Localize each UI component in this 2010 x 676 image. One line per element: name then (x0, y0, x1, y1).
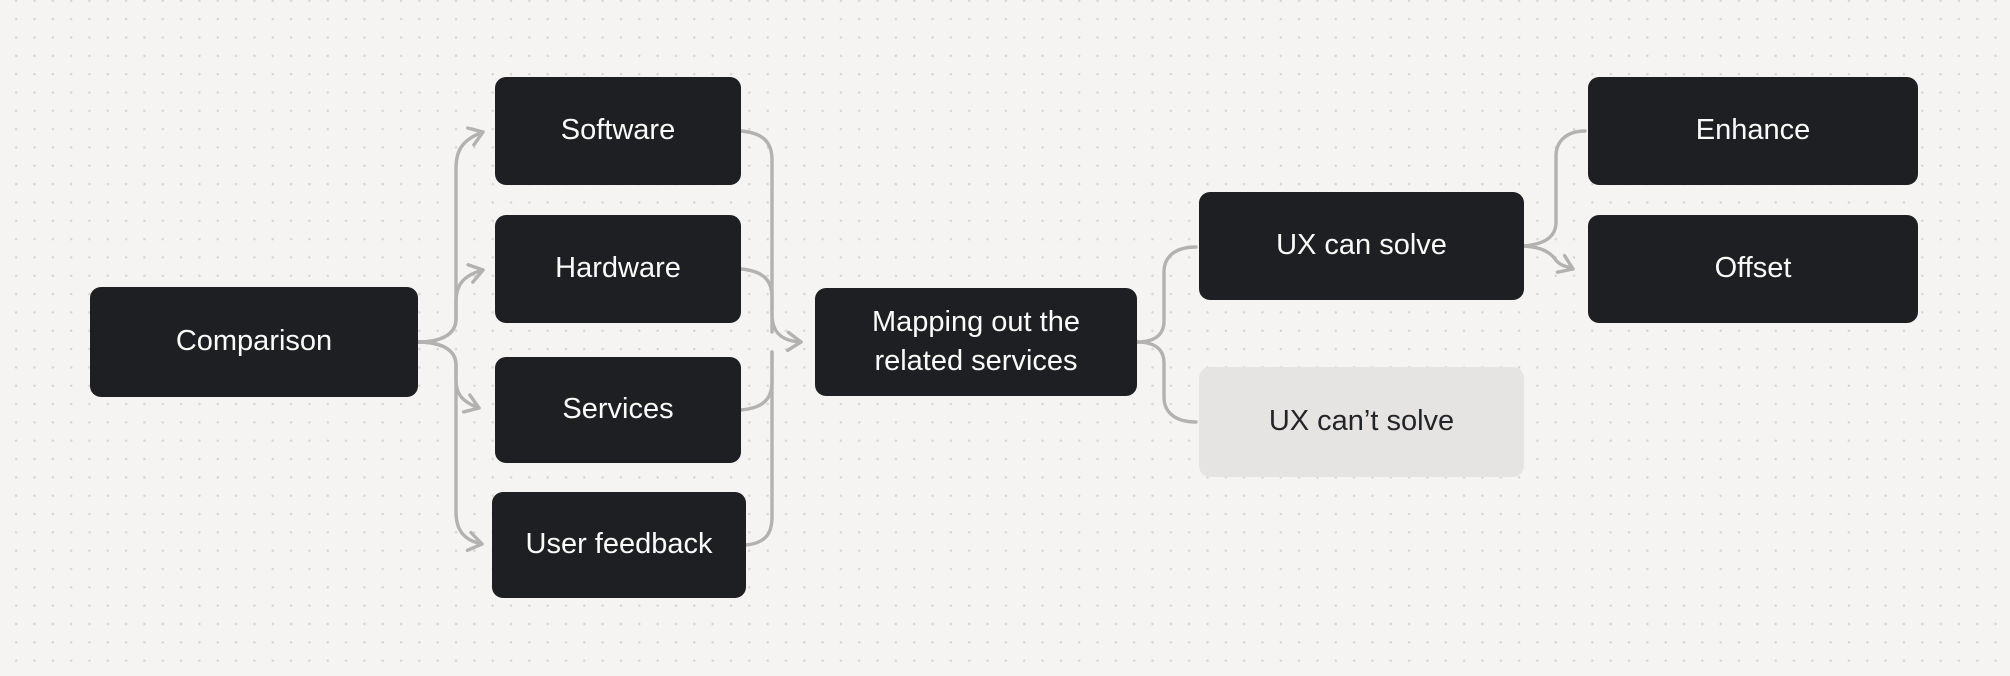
node-ux-can-solve[interactable]: UX can solve (1199, 192, 1524, 300)
node-software-label: Software (560, 114, 676, 147)
connector-comparison-software[interactable] (416, 126, 485, 344)
node-ux-cant-solve[interactable]: UX can’t solve (1199, 367, 1524, 477)
connector-mapping-ux-cant-solve[interactable] (1135, 340, 1198, 424)
node-software[interactable]: Software (495, 77, 741, 185)
connector-ux-can-solve-offset[interactable] (1522, 244, 1575, 274)
node-offset[interactable]: Offset (1588, 215, 1918, 323)
connector-comparison-user-feedback[interactable] (416, 340, 484, 552)
node-hardware[interactable]: Hardware (495, 215, 741, 323)
node-offset-label: Offset (1714, 252, 1792, 285)
connector-hardware-mapping[interactable] (739, 267, 774, 334)
connector-comparison-services[interactable] (416, 340, 481, 414)
node-mapping[interactable]: Mapping out the related services (815, 288, 1137, 396)
node-user-feedback[interactable]: User feedback (492, 492, 746, 598)
connector-ux-can-solve-enhance[interactable] (1522, 129, 1587, 248)
node-services-label: Services (562, 393, 674, 426)
node-enhance[interactable]: Enhance (1588, 77, 1918, 185)
connector-software-mapping[interactable] (739, 129, 803, 353)
connector-user-feedback-mapping[interactable] (744, 350, 774, 547)
node-ux-cant-solve-label: UX can’t solve (1268, 405, 1455, 438)
connector-services-mapping[interactable] (739, 350, 774, 412)
node-user-feedback-label: User feedback (525, 528, 713, 561)
node-enhance-label: Enhance (1695, 114, 1811, 147)
node-comparison-label: Comparison (175, 325, 333, 358)
node-services[interactable]: Services (495, 357, 741, 463)
node-comparison[interactable]: Comparison (90, 287, 418, 397)
node-mapping-label: Mapping out the related services (872, 305, 1080, 377)
node-ux-can-solve-label: UX can solve (1276, 229, 1447, 262)
node-hardware-label: Hardware (555, 252, 681, 285)
connector-mapping-ux-can-solve[interactable] (1135, 245, 1198, 344)
connector-comparison-hardware[interactable] (416, 263, 485, 344)
